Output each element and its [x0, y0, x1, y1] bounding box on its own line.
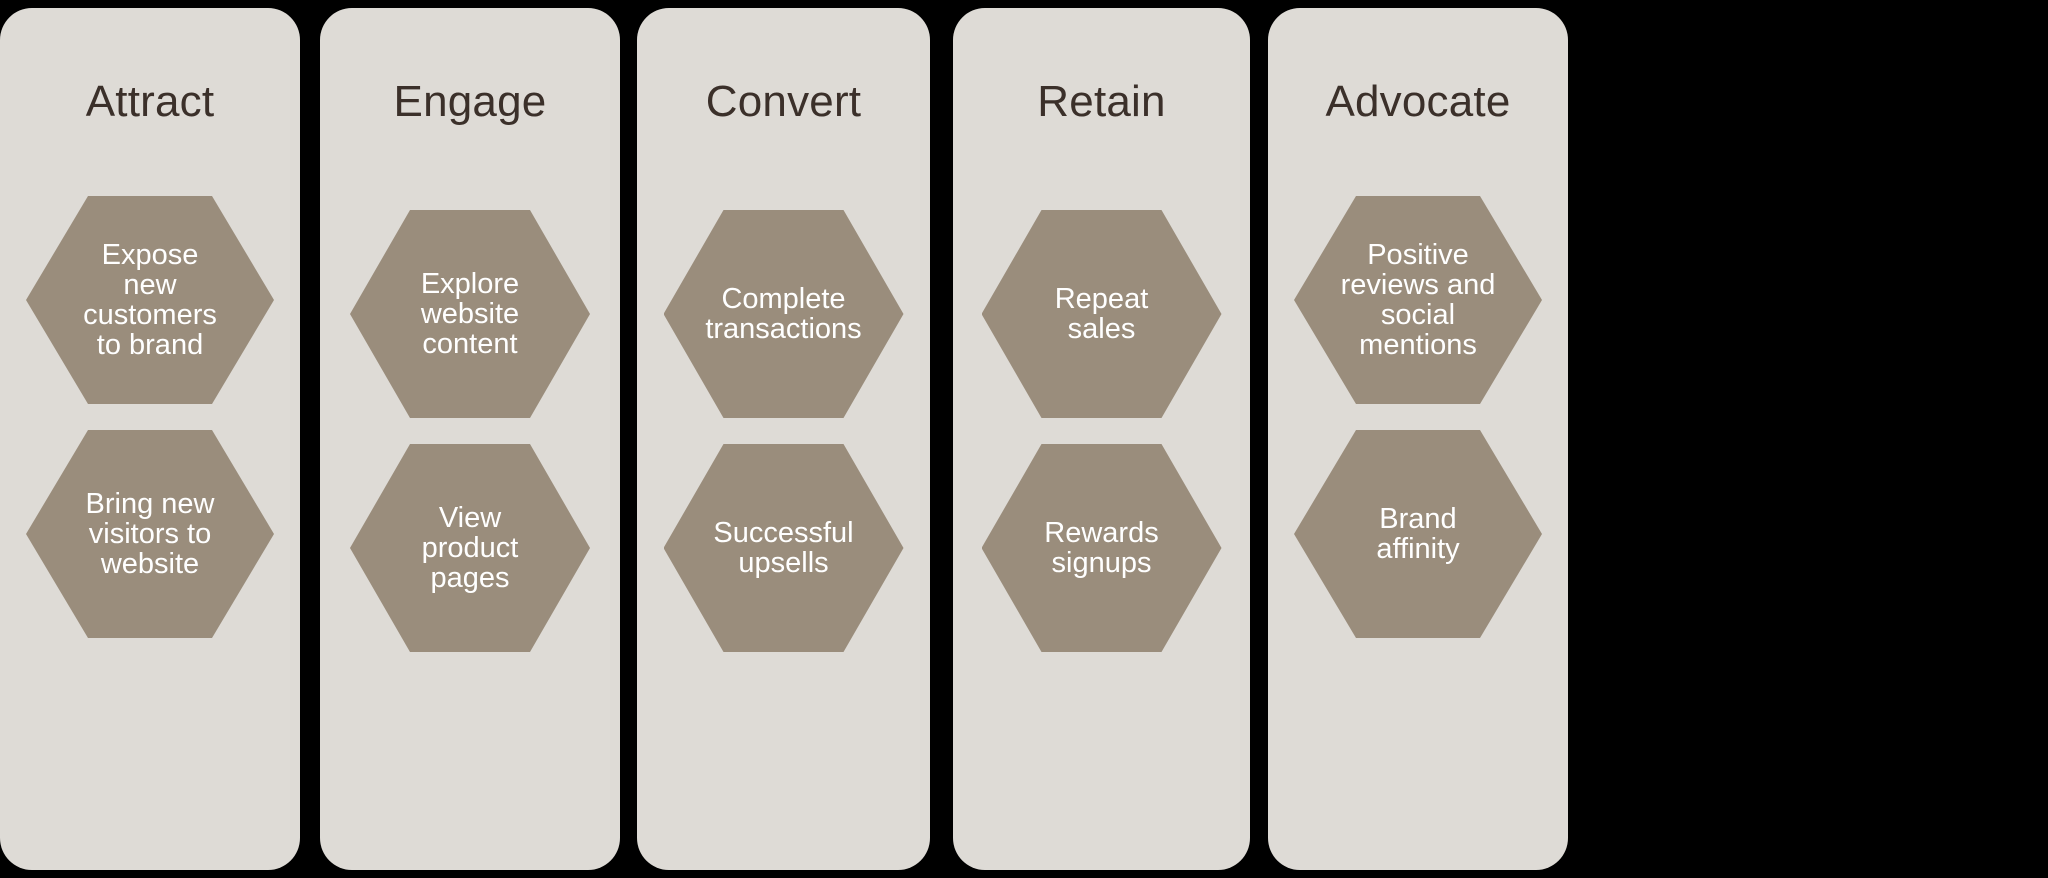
hexagon-label: Expose new customers to brand	[83, 239, 217, 361]
lane-convert: Convert Complete transactions Successful…	[637, 8, 930, 870]
hexagon-label: Rewards signups	[1044, 517, 1159, 579]
lane-advocate: Advocate Positive reviews and social men…	[1268, 8, 1568, 870]
lane-title-advocate: Advocate	[1325, 77, 1511, 126]
hexagon-label: Successful upsells	[713, 517, 854, 579]
hexagon-advocate-2: Brand affinity	[1294, 430, 1542, 638]
hex-stack-retain: Repeat sales Rewards signups	[953, 210, 1250, 870]
hexagon-convert-2: Successful upsells	[663, 444, 904, 652]
hexagon-retain-1: Repeat sales	[981, 210, 1222, 418]
hexagon-engage-2: View product pages	[350, 444, 590, 652]
lane-title-engage: Engage	[393, 77, 547, 126]
lane-attract: Attract Expose new customers to brand Br…	[0, 8, 300, 870]
lane-title-retain: Retain	[1037, 77, 1166, 126]
hex-stack-convert: Complete transactions Successful upsells	[637, 210, 930, 870]
lane-engage: Engage Explore website content View prod…	[320, 8, 620, 870]
lane-retain: Retain Repeat sales Rewards signups	[953, 8, 1250, 870]
lane-title-convert: Convert	[705, 77, 862, 126]
hexagon-label: Repeat sales	[1054, 283, 1149, 345]
hexagon-label: Positive reviews and social mentions	[1340, 239, 1496, 361]
hexagon-label: Bring new visitors to website	[85, 488, 215, 580]
hexagon-advocate-1: Positive reviews and social mentions	[1294, 196, 1542, 404]
hexagon-label: Explore website content	[420, 268, 520, 360]
hexagon-attract-1: Expose new customers to brand	[26, 196, 274, 404]
hex-stack-advocate: Positive reviews and social mentions Bra…	[1268, 196, 1568, 870]
hexagon-label: Brand affinity	[1376, 503, 1460, 565]
hexagon-label: View product pages	[421, 502, 519, 594]
hexagon-attract-2: Bring new visitors to website	[26, 430, 274, 638]
hex-stack-engage: Explore website content View product pag…	[320, 210, 620, 870]
hexagon-engage-1: Explore website content	[350, 210, 590, 418]
hex-stack-attract: Expose new customers to brand Bring new …	[0, 196, 300, 870]
hexagon-label: Complete transactions	[705, 283, 862, 345]
hexagon-retain-2: Rewards signups	[981, 444, 1222, 652]
lane-title-attract: Attract	[85, 77, 215, 126]
hexagon-convert-1: Complete transactions	[663, 210, 904, 418]
